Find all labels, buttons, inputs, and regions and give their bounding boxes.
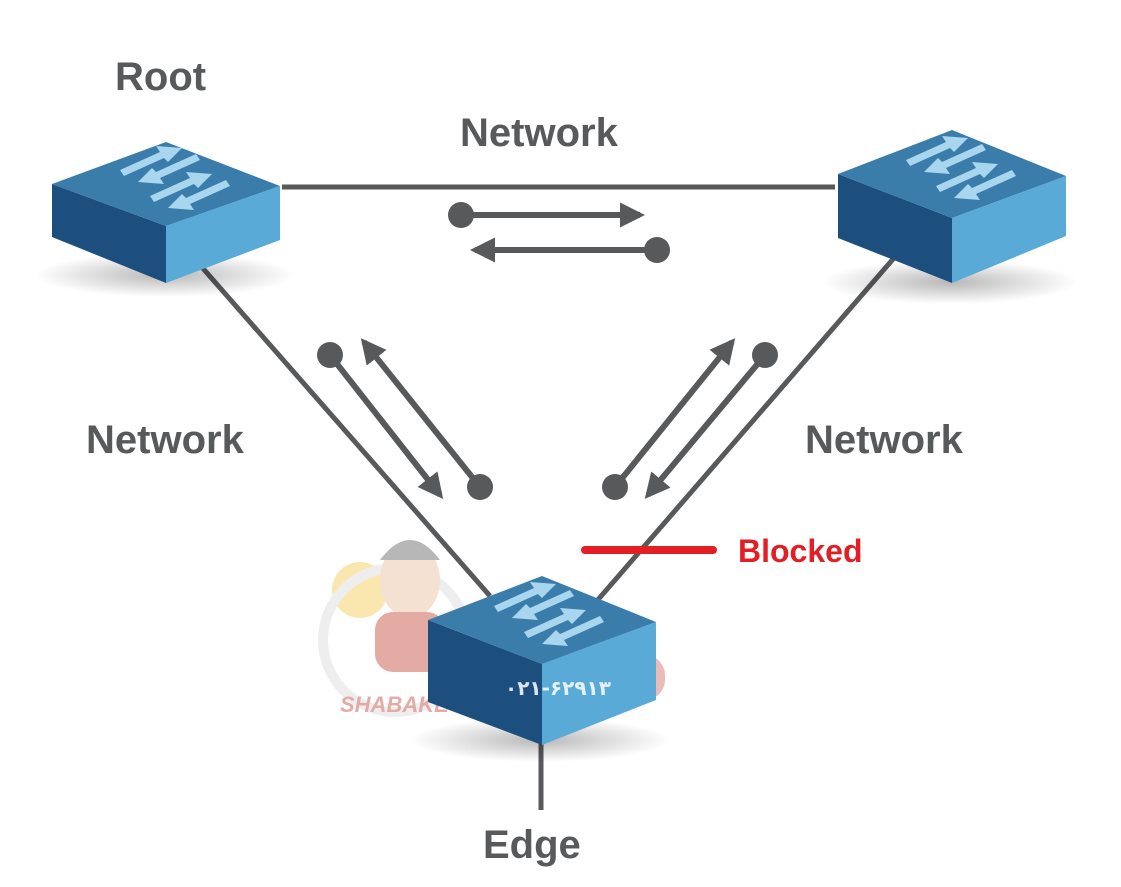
left-traffic-arrows bbox=[317, 338, 493, 500]
right-traffic-arrows bbox=[602, 338, 778, 500]
arrow-up-left-icon bbox=[360, 338, 483, 489]
link-right-to-edge-switch bbox=[594, 256, 896, 604]
arrow-up-right-icon bbox=[612, 338, 736, 489]
root-switch-icon[interactable] bbox=[35, 142, 295, 297]
network-label-right: Network bbox=[805, 418, 963, 462]
watermark-phone: ۰۲۱-۶۲۹۱۳ bbox=[505, 676, 611, 700]
network-label-left: Network bbox=[86, 418, 244, 462]
link-root-to-edge-switch bbox=[198, 263, 492, 598]
blocked-label: Blocked bbox=[738, 533, 863, 569]
root-label: Root bbox=[115, 55, 207, 99]
network-label-top: Network bbox=[460, 111, 618, 155]
edge-label: Edge bbox=[483, 823, 581, 867]
right-switch-icon[interactable] bbox=[822, 130, 1078, 304]
arrow-down-right-icon bbox=[327, 353, 444, 499]
edge-switch-icon[interactable] bbox=[410, 576, 670, 762]
top-traffic-arrows bbox=[448, 202, 670, 263]
arrow-down-left-icon bbox=[644, 353, 768, 499]
